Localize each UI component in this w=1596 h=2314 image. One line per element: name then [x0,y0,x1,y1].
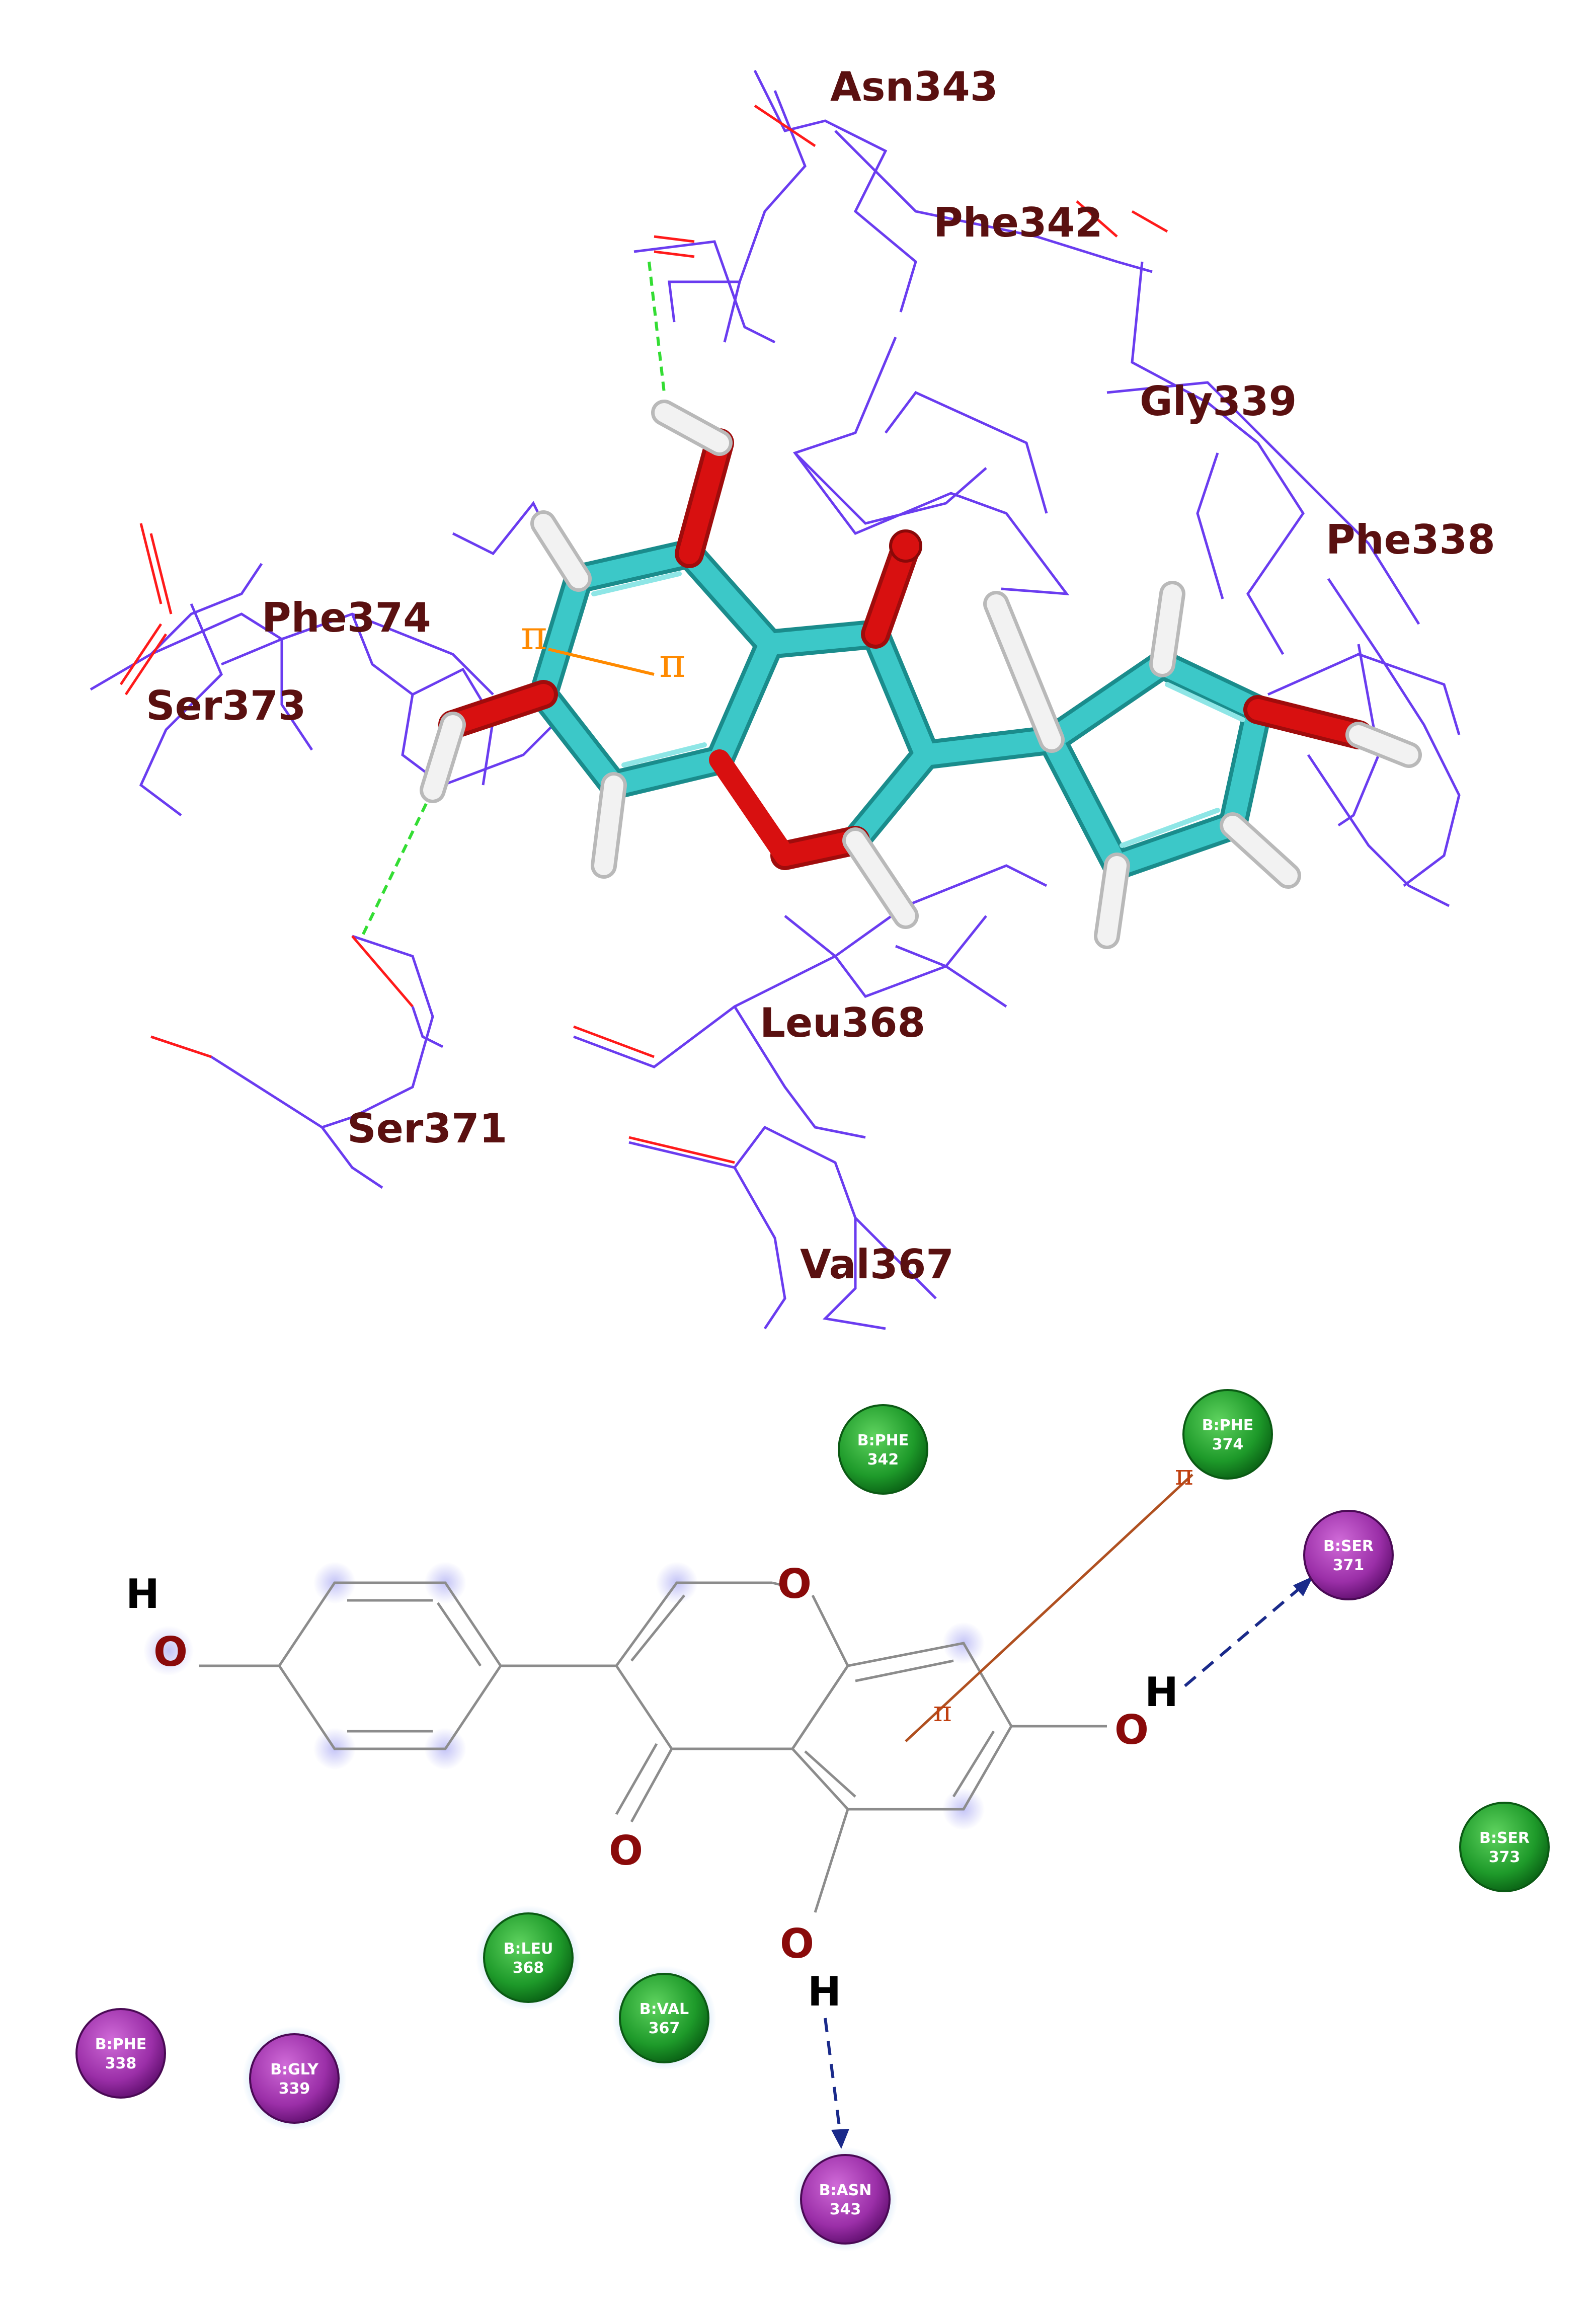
atom-o-ring: O [777,1561,812,1607]
svg-text:B:PHE: B:PHE [95,2036,146,2053]
svg-text:B:PHE: B:PHE [857,1432,909,1449]
svg-text:B:SER: B:SER [1479,1829,1530,1847]
bottom-2d-diagram: H O O O O H O H π π B:PHE 342 B:PHE 374 … [75,1389,1550,2252]
atom-o-right: O [1114,1707,1149,1753]
label-phe338: Phe338 [1326,516,1495,563]
residue-bubble-phe338: B:PHE 338 [75,2008,166,2099]
svg-text:B:ASN: B:ASN [819,2182,872,2199]
ligand-stick-model [420,400,1422,949]
label-leu368: Leu368 [760,999,925,1046]
svg-text:B:PHE: B:PHE [1202,1417,1253,1434]
top-3d-view: π π Asn343 Phe342 Gly339 Phe338 Phe374 S… [90,63,1495,1330]
pi-label-3d-b: π [659,640,686,686]
label-asn343: Asn343 [830,63,998,110]
residue-bubble-ser373: B:SER 373 [1459,1802,1550,1892]
hbond-line-3d-ser371 [361,789,434,937]
atom-h-right: H [1145,1669,1178,1716]
hbond-arrow-asn343 [824,2018,842,2134]
residue-bubble-gly339: B:GLY 339 [242,2026,347,2131]
atom-h-bottom: H [808,1968,841,2015]
residue-bubble-phe342: B:PHE 342 [838,1404,928,1495]
residue-bubble-leu368: B:LEU 368 [476,1905,581,2010]
hbond-line-3d-asn343 [648,261,666,393]
ligand-2d-skeleton [199,1581,1107,1913]
svg-text:374: 374 [1212,1436,1244,1453]
protein-wireframe [90,69,1461,1330]
svg-text:B:VAL: B:VAL [640,2000,689,2018]
svg-text:B:LEU: B:LEU [504,1940,553,1958]
label-ser373: Ser373 [146,682,306,729]
hbond-arrowhead-ser371 [1293,1576,1313,1596]
svg-text:368: 368 [513,1959,544,1977]
svg-text:371: 371 [1333,1557,1365,1574]
atom-h-left: H [126,1571,159,1617]
svg-text:339: 339 [279,2080,310,2098]
pi-label-3d-a: π [521,612,547,659]
pi-line-2d [905,1474,1193,1742]
label-phe342: Phe342 [933,199,1103,246]
label-gly339: Gly339 [1140,378,1297,425]
label-val367: Val367 [800,1241,954,1288]
atom-o-bottom: O [780,1920,814,1967]
pi-label-2d-b: π [933,1695,952,1728]
atom-halos [143,1562,985,1830]
residue-bubble-phe374: B:PHE 374 [1182,1389,1273,1480]
atom-o-left: O [153,1629,188,1675]
label-phe374: Phe374 [262,594,431,641]
svg-text:343: 343 [830,2201,861,2218]
hbond-arrowhead-asn343 [831,2129,849,2149]
pi-pi-line-3d [548,648,655,676]
residue-bubble-ser371: B:SER 371 [1303,1510,1394,1600]
svg-text:338: 338 [105,2055,137,2072]
svg-text:373: 373 [1489,1848,1521,1866]
pi-label-2d-a: π [1175,1459,1193,1492]
svg-text:367: 367 [649,2020,680,2037]
residue-bubble-val367: B:VAL 367 [612,1966,716,2070]
atom-o-carbonyl: O [609,1827,643,1874]
svg-text:B:SER: B:SER [1323,1537,1374,1555]
svg-text:B:GLY: B:GLY [270,2061,319,2078]
hbond-arrow-ser371 [1184,1584,1304,1687]
residue-bubble-asn343: B:ASN 343 [793,2147,898,2252]
label-ser371: Ser371 [347,1105,507,1152]
svg-text:342: 342 [867,1451,899,1469]
